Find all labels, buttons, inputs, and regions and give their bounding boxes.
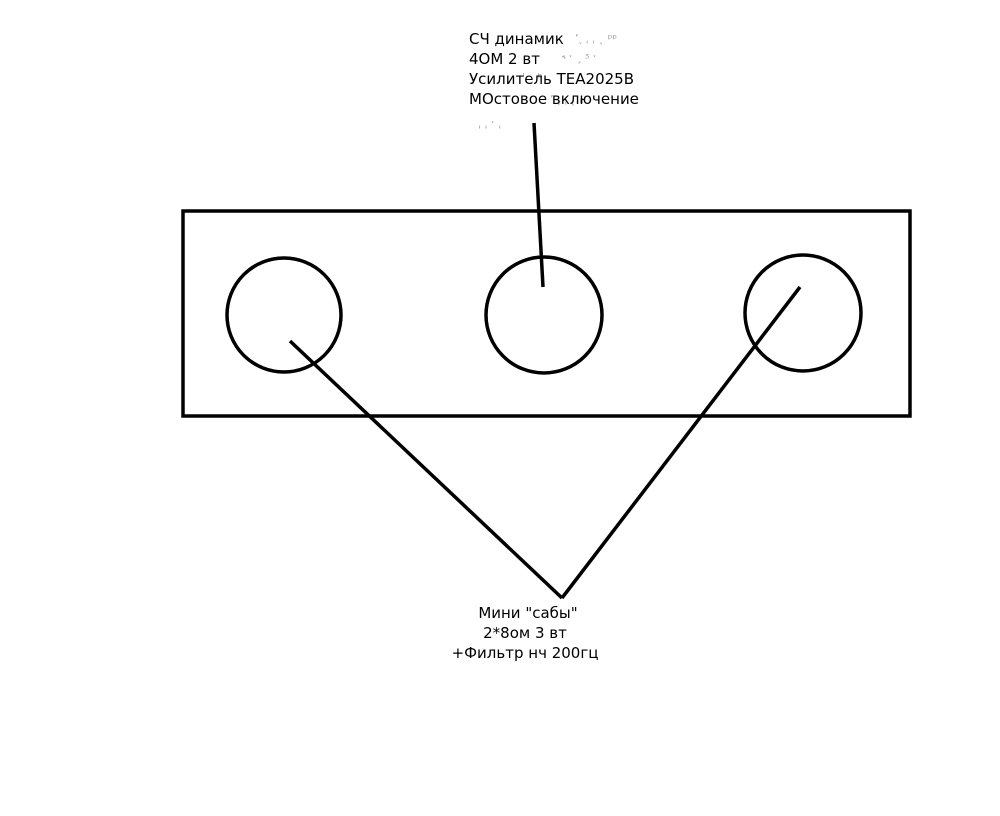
left-woofer <box>225 256 343 374</box>
scribble-mark: ˌ ˌ ˑ ˌ <box>478 117 502 130</box>
note-line: +Фильтр нч 200гц <box>451 644 599 662</box>
midrange-speaker <box>484 255 604 375</box>
left-woofer-pointer-line <box>288 339 564 600</box>
note-line: МОстовое включение <box>469 90 639 108</box>
scribble-mark: ˞ ˑ ˏ ᶾ ˑ <box>562 51 597 64</box>
note-line: Мини "сабы" <box>478 604 578 622</box>
scribble-mark: ʼ˯ ˌ ˌ ˎ ᵖᵖ <box>575 32 618 45</box>
note-line: 2*8ом 3 вт <box>483 624 567 642</box>
right-woofer <box>743 253 863 373</box>
right-woofer-pointer-line <box>560 285 802 600</box>
midrange-note: СЧ динамик 4ОМ 2 вт Усилитель TEA2025B М… <box>469 29 639 109</box>
speaker-enclosure <box>181 209 912 418</box>
scribble-mark: ʼ ˯ ˌ ˎ ᵢᵢ <box>550 93 584 106</box>
scribble-mark: ˈ ˏ ᵇ <box>522 71 543 84</box>
note-line: 4ОМ 2 вт <box>469 50 540 68</box>
midrange-pointer-line <box>532 122 545 288</box>
subwoofer-note: Мини "сабы" 2*8ом 3 вт +Фильтр нч 200гц <box>420 603 630 663</box>
note-line: Усилитель TEA2025B <box>469 70 634 88</box>
note-line: СЧ динамик <box>469 30 564 48</box>
